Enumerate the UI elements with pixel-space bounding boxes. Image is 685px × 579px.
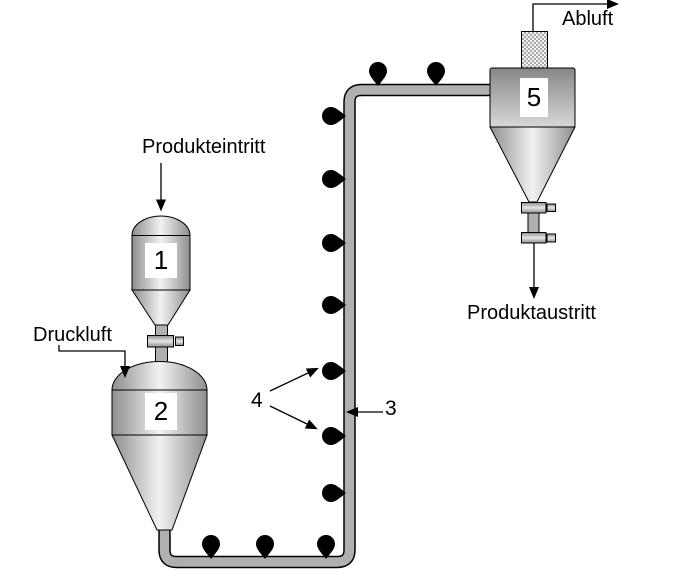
product-inlet-label: Produkteintritt [142,136,266,158]
nozzle-icon [427,62,445,86]
separator-number: 5 [520,78,548,117]
product-outlet-label: Produktaustritt [467,302,596,324]
nozzle-icon [317,535,335,559]
nozzle-callout-arrow-upper [269,367,319,392]
exhaust-air-label: Abluft [562,8,614,30]
compressed-air-arrow [58,345,130,378]
nozzle-icon [322,107,346,125]
hopper-valve-icon [147,335,184,348]
filter-element-icon [521,31,548,69]
feed-hopper-vessel [131,215,191,326]
nozzle-callout-arrow-lower [269,405,318,430]
feed-hopper-dome [131,215,191,236]
separator-valve-icon [521,202,556,244]
pressure-vessel-cone [111,434,208,531]
compressed-air-label: Druckluft [33,324,112,346]
air-nozzles-number: 4 [251,389,263,412]
separator-cone [489,126,576,203]
feed-hopper-cone [131,289,191,326]
nozzle-icon [256,535,274,559]
nozzle-icon [322,427,346,445]
conveying-pipe [158,83,492,569]
pressure-vessel-number: 2 [145,393,177,430]
nozzle-icon [322,362,346,380]
nozzle-icon [369,62,387,86]
nozzle-icon [322,484,346,502]
conveying-pipe-number: 3 [385,397,397,420]
exhaust-air-arrow [532,0,619,31]
pressure-vessel-dome [111,361,208,391]
nozzle-icon [322,296,346,314]
annotation-arrows [58,0,619,430]
nozzle-icon [322,234,346,252]
feed-hopper-number: 1 [145,243,177,278]
nozzle-icon [202,535,220,559]
nozzle-icon [322,170,346,188]
pressure-vessel [111,361,208,531]
